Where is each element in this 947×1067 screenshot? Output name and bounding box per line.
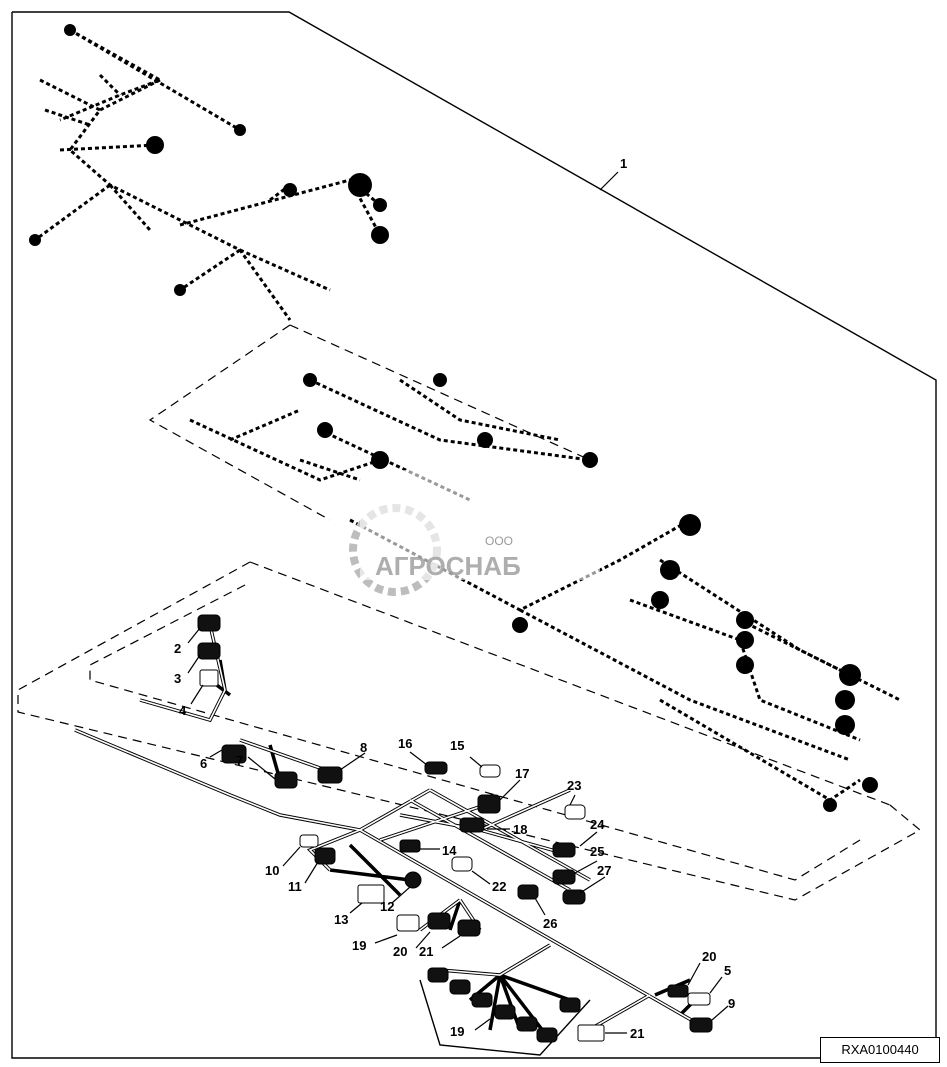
callout-9: 9 [728,996,735,1011]
callout-23: 23 [567,778,581,793]
callout-26: 26 [543,916,557,931]
callout-5: 5 [724,963,731,978]
callout-24: 24 [590,817,605,832]
watermark-text-small: ООО [485,534,513,548]
callout-4: 4 [179,703,187,718]
upper-harness [29,24,901,812]
callout-12: 12 [380,899,394,914]
watermark-logo: ООО АГРОСНАБ [349,470,600,596]
callout-1: 1 [620,156,627,171]
callout-8: 8 [360,740,367,755]
callout-6: 6 [200,756,207,771]
callout-18: 18 [513,822,527,837]
callout-2: 2 [174,641,181,656]
callout-21: 21 [419,944,433,959]
callout-22: 22 [492,879,506,894]
callout-25: 25 [590,844,604,859]
leader-lines [187,171,729,1034]
callout-15: 15 [450,738,464,753]
callout-10: 10 [265,863,279,878]
callout-20: 20 [393,944,407,959]
callout-19: 19 [352,938,366,953]
callout-21-right: 21 [630,1026,644,1041]
callout-11: 11 [288,879,302,894]
callout-19-group: 19 [450,1024,464,1039]
callout-14: 14 [442,843,457,858]
callout-27: 27 [597,863,611,878]
callout-17: 17 [515,766,529,781]
watermark-text: АГРОСНАБ [375,551,521,581]
callout-3: 3 [174,671,181,686]
callout-labels: 1 2 3 4 6 7 8 16 15 17 23 18 24 25 27 14… [174,156,735,1041]
figure-code: RXA0100440 [820,1037,940,1063]
callout-20-right: 20 [702,949,716,964]
callout-16: 16 [398,736,412,751]
lower-harness-outline [17,561,922,901]
lower-harness [74,614,713,1056]
callout-7: 7 [236,753,243,768]
callout-13: 13 [334,912,348,927]
